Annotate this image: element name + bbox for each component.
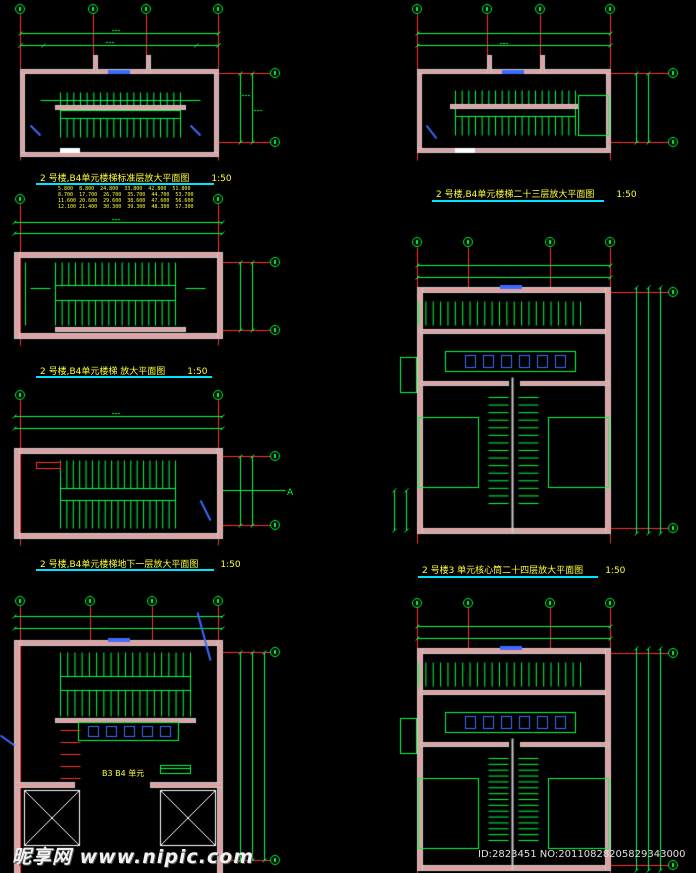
watermark: 昵享网 www.nipic.com: [12, 846, 255, 868]
image-id: ID:2823451 NO:20110828205829343000: [478, 849, 686, 860]
axis-label-a: A: [287, 488, 294, 498]
title-underline: [36, 569, 214, 571]
elevation-table: 5.800 8.800 24.800 33.800 42.800 51.800 …: [58, 186, 194, 210]
title-underline: [432, 200, 604, 202]
title-underline: [36, 376, 212, 378]
title-underline: [418, 576, 598, 578]
title-underline: [36, 183, 214, 185]
stair-caption: B3 B4 单元: [102, 769, 145, 778]
